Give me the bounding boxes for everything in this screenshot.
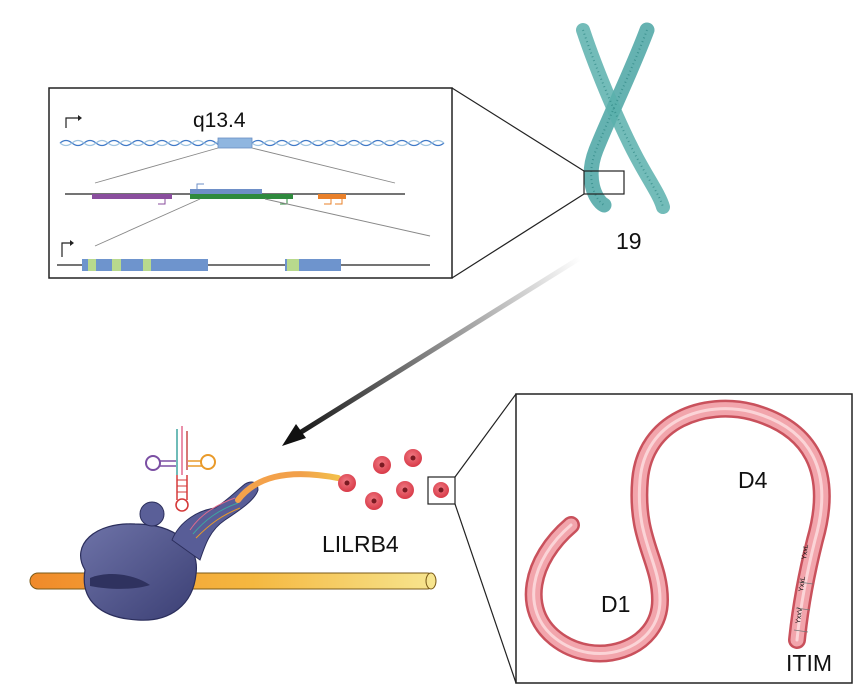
protein-dot-icon xyxy=(404,449,422,467)
protein-dot-icon xyxy=(338,474,356,492)
protein-name: LILRB4 xyxy=(322,531,399,557)
domain-label-d1: D1 xyxy=(601,591,630,617)
locus-label: q13.4 xyxy=(193,109,246,132)
zoom-line xyxy=(451,193,585,279)
chromosome-zoom-box xyxy=(583,170,625,195)
ribosome-icon xyxy=(80,481,259,621)
chromosome-number: 19 xyxy=(616,228,642,254)
chromosome-icon xyxy=(576,22,670,214)
nascent-peptide xyxy=(235,471,341,503)
protein-structure-panel: YxxL YxxL YxxV xyxy=(515,393,853,684)
itim-sequence: YxxL xyxy=(801,544,810,560)
protein-dot-icon xyxy=(365,492,383,510)
trna-icon xyxy=(145,426,216,512)
motif-label: ITIM xyxy=(786,650,832,676)
protein-dot-icon xyxy=(396,481,414,499)
dna-helix-icon xyxy=(59,137,445,149)
domain-label-d4: D4 xyxy=(738,467,768,493)
protein-dot-icon xyxy=(433,482,449,498)
zoom-line xyxy=(454,503,517,684)
itim-sequence: YxxV xyxy=(795,607,804,624)
zoom-line xyxy=(451,87,585,172)
protein-dot-icon xyxy=(373,456,391,474)
protein-dots xyxy=(338,449,456,510)
zoom-line xyxy=(454,393,517,478)
genomic-locus-panel: q13.4 xyxy=(48,87,453,279)
itim-sequence: YxxL xyxy=(798,576,807,592)
expression-arrow xyxy=(282,255,583,446)
